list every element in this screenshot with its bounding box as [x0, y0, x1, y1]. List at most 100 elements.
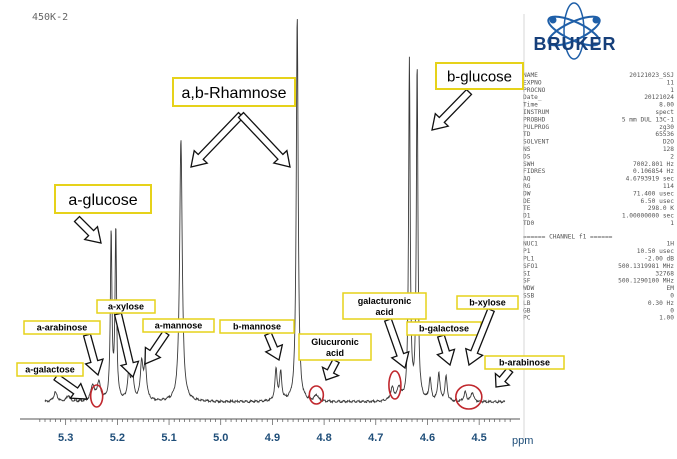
experiment-id: 450K-2 [32, 12, 68, 23]
param-value: 8.00 [659, 102, 674, 109]
annotation-box [23, 320, 101, 335]
param-row: NS 128 [523, 146, 674, 153]
annotation-label: a-glucose [68, 192, 137, 209]
param-row: PL1-2.00 dB [523, 256, 674, 263]
highlight-circle [308, 385, 325, 405]
param-row: P1 10.50 usec [523, 248, 674, 255]
annotation-box [172, 77, 296, 107]
x-tick-label: 5.1 [161, 432, 176, 444]
param-key: TD0 [523, 220, 534, 227]
param-value: 10.50 usec [637, 248, 675, 255]
annotation-label: a,b-Rhamnose [182, 85, 287, 102]
param-value: 1 [670, 87, 674, 94]
param-value: 114 [663, 183, 674, 190]
param-key: PC [523, 315, 531, 322]
param-key: PROCNO [523, 87, 546, 94]
annotation-arrow [436, 334, 456, 367]
annotation: b-xylose [456, 295, 519, 367]
param-value: 500.1290100 MHz [618, 278, 674, 285]
highlight-circle [388, 370, 402, 400]
param-value: 32768 [655, 270, 674, 277]
param-key: NAME [523, 72, 538, 79]
param-value: 71.400 usec [633, 190, 674, 197]
param-row: SWH 7002.801 Hz [523, 161, 674, 168]
param-key: EXPNO [523, 79, 542, 86]
param-value: EM [667, 285, 675, 292]
x-tick-label: 4.9 [265, 432, 280, 444]
param-key: D1 [523, 213, 531, 220]
annotation-box [342, 292, 427, 320]
param-key: RG [523, 183, 531, 190]
x-tick-label: 4.5 [472, 432, 487, 444]
annotation: b-galactose [406, 321, 482, 367]
peak-annotations: a-galactosea-arabinosea-xylosea-mannosea… [16, 62, 565, 410]
param-value: -2.00 dB [644, 256, 674, 263]
param-key: TD [523, 131, 531, 138]
annotation-arrow [263, 331, 284, 362]
annotation: a-mannose [142, 318, 215, 365]
highlight-circle [89, 384, 104, 408]
param-key: Date_ [523, 94, 542, 101]
param-value: 128 [663, 146, 674, 153]
param-value: 6.50 usec [640, 198, 674, 205]
param-key: PROBHD [523, 116, 546, 123]
param-key: P1 [523, 248, 531, 255]
param-value: zg30 [659, 124, 674, 131]
annotation-label: b-galactose [419, 324, 469, 334]
param-value: 1.00 [659, 315, 674, 322]
param-value: 0 [670, 293, 674, 300]
param-row: RG 114 [523, 183, 674, 190]
annotation-label: b-arabinose [499, 358, 550, 368]
param-key: DS [523, 153, 531, 160]
x-axis-label: ppm [512, 435, 533, 447]
annotation-arrow [144, 330, 170, 365]
annotation-box [96, 299, 156, 314]
x-tick-label: 5.2 [110, 432, 125, 444]
annotation-box [142, 318, 215, 333]
param-key: NS [523, 146, 531, 153]
annotation: a-glucose [54, 184, 152, 244]
param-key: SFO1 [523, 263, 538, 270]
param-value: 0.30 Hz [648, 300, 674, 307]
param-row: PROCNO 1 [523, 87, 674, 94]
param-value: 4.6793919 sec [626, 176, 675, 183]
param-key: SOLVENT [523, 139, 549, 146]
annotation-box [484, 355, 565, 370]
param-key: PULPROG [523, 124, 549, 131]
annotation-arrow [383, 317, 410, 370]
spectrum-trace-group [44, 19, 506, 404]
param-value: 1 [670, 220, 674, 227]
param-key: NUC1 [523, 241, 538, 248]
annotation-arrow [321, 358, 341, 381]
x-tick-label: 5.0 [213, 432, 228, 444]
param-value: D2O [663, 139, 674, 146]
annotation: a-arabinose [23, 320, 104, 377]
param-key: SI [523, 270, 531, 277]
param-key: INSTRUM [523, 109, 549, 116]
param-key: DW [523, 190, 531, 197]
annotation-label: b-mannose [233, 322, 281, 332]
param-row: Date_20121024 [523, 94, 674, 101]
param-key: SWH [523, 161, 534, 168]
annotation-label: a-mannose [155, 321, 203, 331]
highlight-circle [455, 384, 483, 410]
param-value: 7002.801 Hz [633, 161, 674, 168]
x-tick-label: 4.8 [316, 432, 331, 444]
annotation-label: a-xylose [108, 302, 144, 312]
param-value: 298.0 K [648, 205, 674, 212]
param-value: 2 [670, 153, 674, 160]
bruker-logo-text: BRUKER [533, 34, 616, 54]
x-tick-label: 4.7 [368, 432, 383, 444]
